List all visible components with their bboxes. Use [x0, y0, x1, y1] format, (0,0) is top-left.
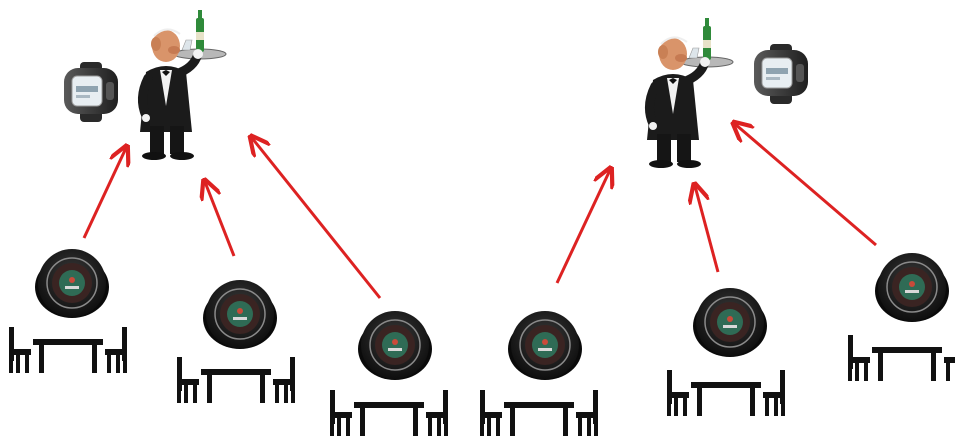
table-chairs-icon [9, 327, 127, 373]
pager-watch-icon-left [64, 62, 118, 122]
call-button-icon [508, 311, 582, 380]
table-chairs-icon [848, 335, 955, 381]
arrows-left-group [84, 138, 380, 298]
arrow [84, 148, 126, 238]
arrows-right-group [557, 124, 876, 283]
table-chairs-icon [480, 390, 598, 436]
call-button-icon [35, 249, 109, 318]
call-button-icon [875, 253, 949, 322]
arrow [557, 170, 610, 283]
call-button-icon [203, 280, 277, 349]
waiter-left [140, 10, 226, 160]
table-chairs-icon [667, 370, 785, 416]
pager-watch-icon-right [754, 44, 808, 104]
arrow [205, 182, 234, 256]
arrow [695, 186, 718, 272]
arrow [252, 138, 380, 298]
arrow [735, 124, 876, 245]
table-chairs-icon [330, 390, 448, 436]
waiter-right [647, 18, 733, 168]
call-button-icon [693, 288, 767, 357]
call-button-icon [358, 311, 432, 380]
table-chairs-icon [177, 357, 295, 403]
